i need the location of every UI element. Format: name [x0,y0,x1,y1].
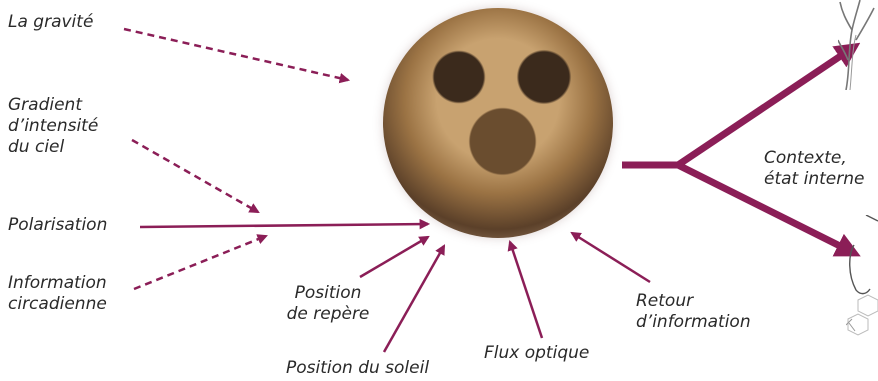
label-gravity: La gravité [8,12,93,33]
arrow-gravity [124,29,348,80]
arrow-sun [384,246,444,352]
label-gradient: Gradient d’intensité du ciel [8,95,98,158]
tree-sketch-icon [838,0,878,90]
arrow-feedback [572,233,650,282]
label-sun: Position du soleil [286,358,429,379]
arrow-landmark [360,237,428,277]
label-landmark: Position de repère [268,283,388,325]
label-polarisation: Polarisation [8,215,107,236]
label-optic-flow: Flux optique [484,343,589,364]
label-circadian: Information circadienne [8,273,107,315]
arrow-circadian [134,236,266,289]
arrow-optic-flow [510,242,542,338]
honeycomb-sketch-icon [846,215,878,340]
arrow-polarisation [140,224,428,227]
arrow-gradient [132,140,258,212]
bee-head-image [383,8,613,238]
label-feedback: Retour d’information [636,291,751,333]
label-context: Contexte, état interne [764,148,864,190]
